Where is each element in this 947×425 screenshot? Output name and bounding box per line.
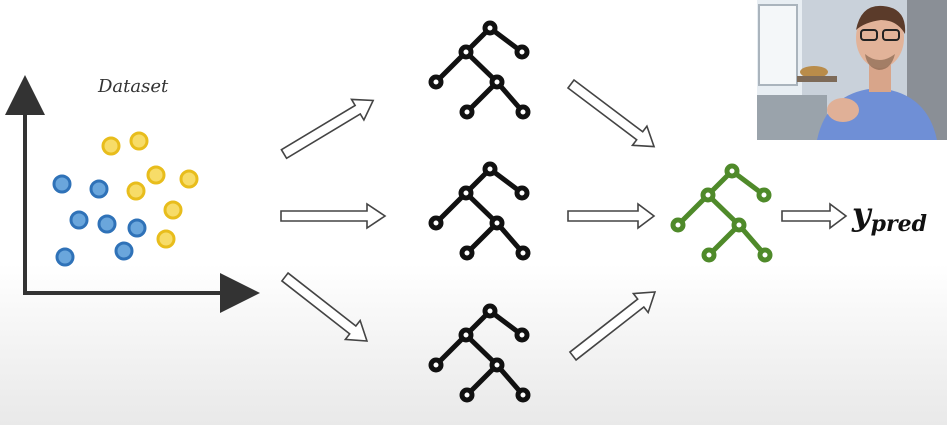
tree-icon: [431, 306, 528, 400]
scatter-axes: [5, 75, 260, 313]
point-class-a: [69, 210, 89, 230]
aggregate-tree-icon: [673, 166, 770, 260]
point-class-b: [126, 181, 146, 201]
presenter-video-icon: [757, 0, 947, 140]
arrow-to-output: [781, 202, 848, 230]
arrow-to-tree-2: [280, 202, 387, 230]
prediction-output-label: ypred: [852, 198, 927, 235]
point-class-b: [179, 169, 199, 189]
arrow-tree-1-to-aggregate: [566, 78, 656, 148]
point-class-a: [114, 241, 134, 261]
arrow-to-tree-3: [280, 271, 369, 342]
point-class-b: [163, 200, 183, 220]
point-class-b: [101, 136, 121, 156]
point-class-a: [55, 247, 75, 267]
arrow-tree-3-to-aggregate: [568, 291, 657, 362]
point-class-a: [89, 179, 109, 199]
point-class-a: [52, 174, 72, 194]
arrow-tree-2-to-aggregate: [567, 202, 656, 230]
output-symbol: y: [852, 195, 871, 233]
presenter-video: [757, 0, 947, 140]
tree-icon: [431, 23, 528, 117]
point-class-b: [156, 229, 176, 249]
point-class-b: [146, 165, 166, 185]
point-class-a: [127, 218, 147, 238]
point-class-a: [97, 214, 117, 234]
scatter-points: [52, 131, 199, 267]
point-class-b: [129, 131, 149, 151]
arrow-to-tree-1: [280, 98, 375, 160]
dataset-label: Dataset: [98, 76, 169, 97]
tree-icon: [431, 164, 528, 258]
flow-arrows: [280, 78, 848, 362]
output-subscript: pred: [870, 211, 927, 237]
